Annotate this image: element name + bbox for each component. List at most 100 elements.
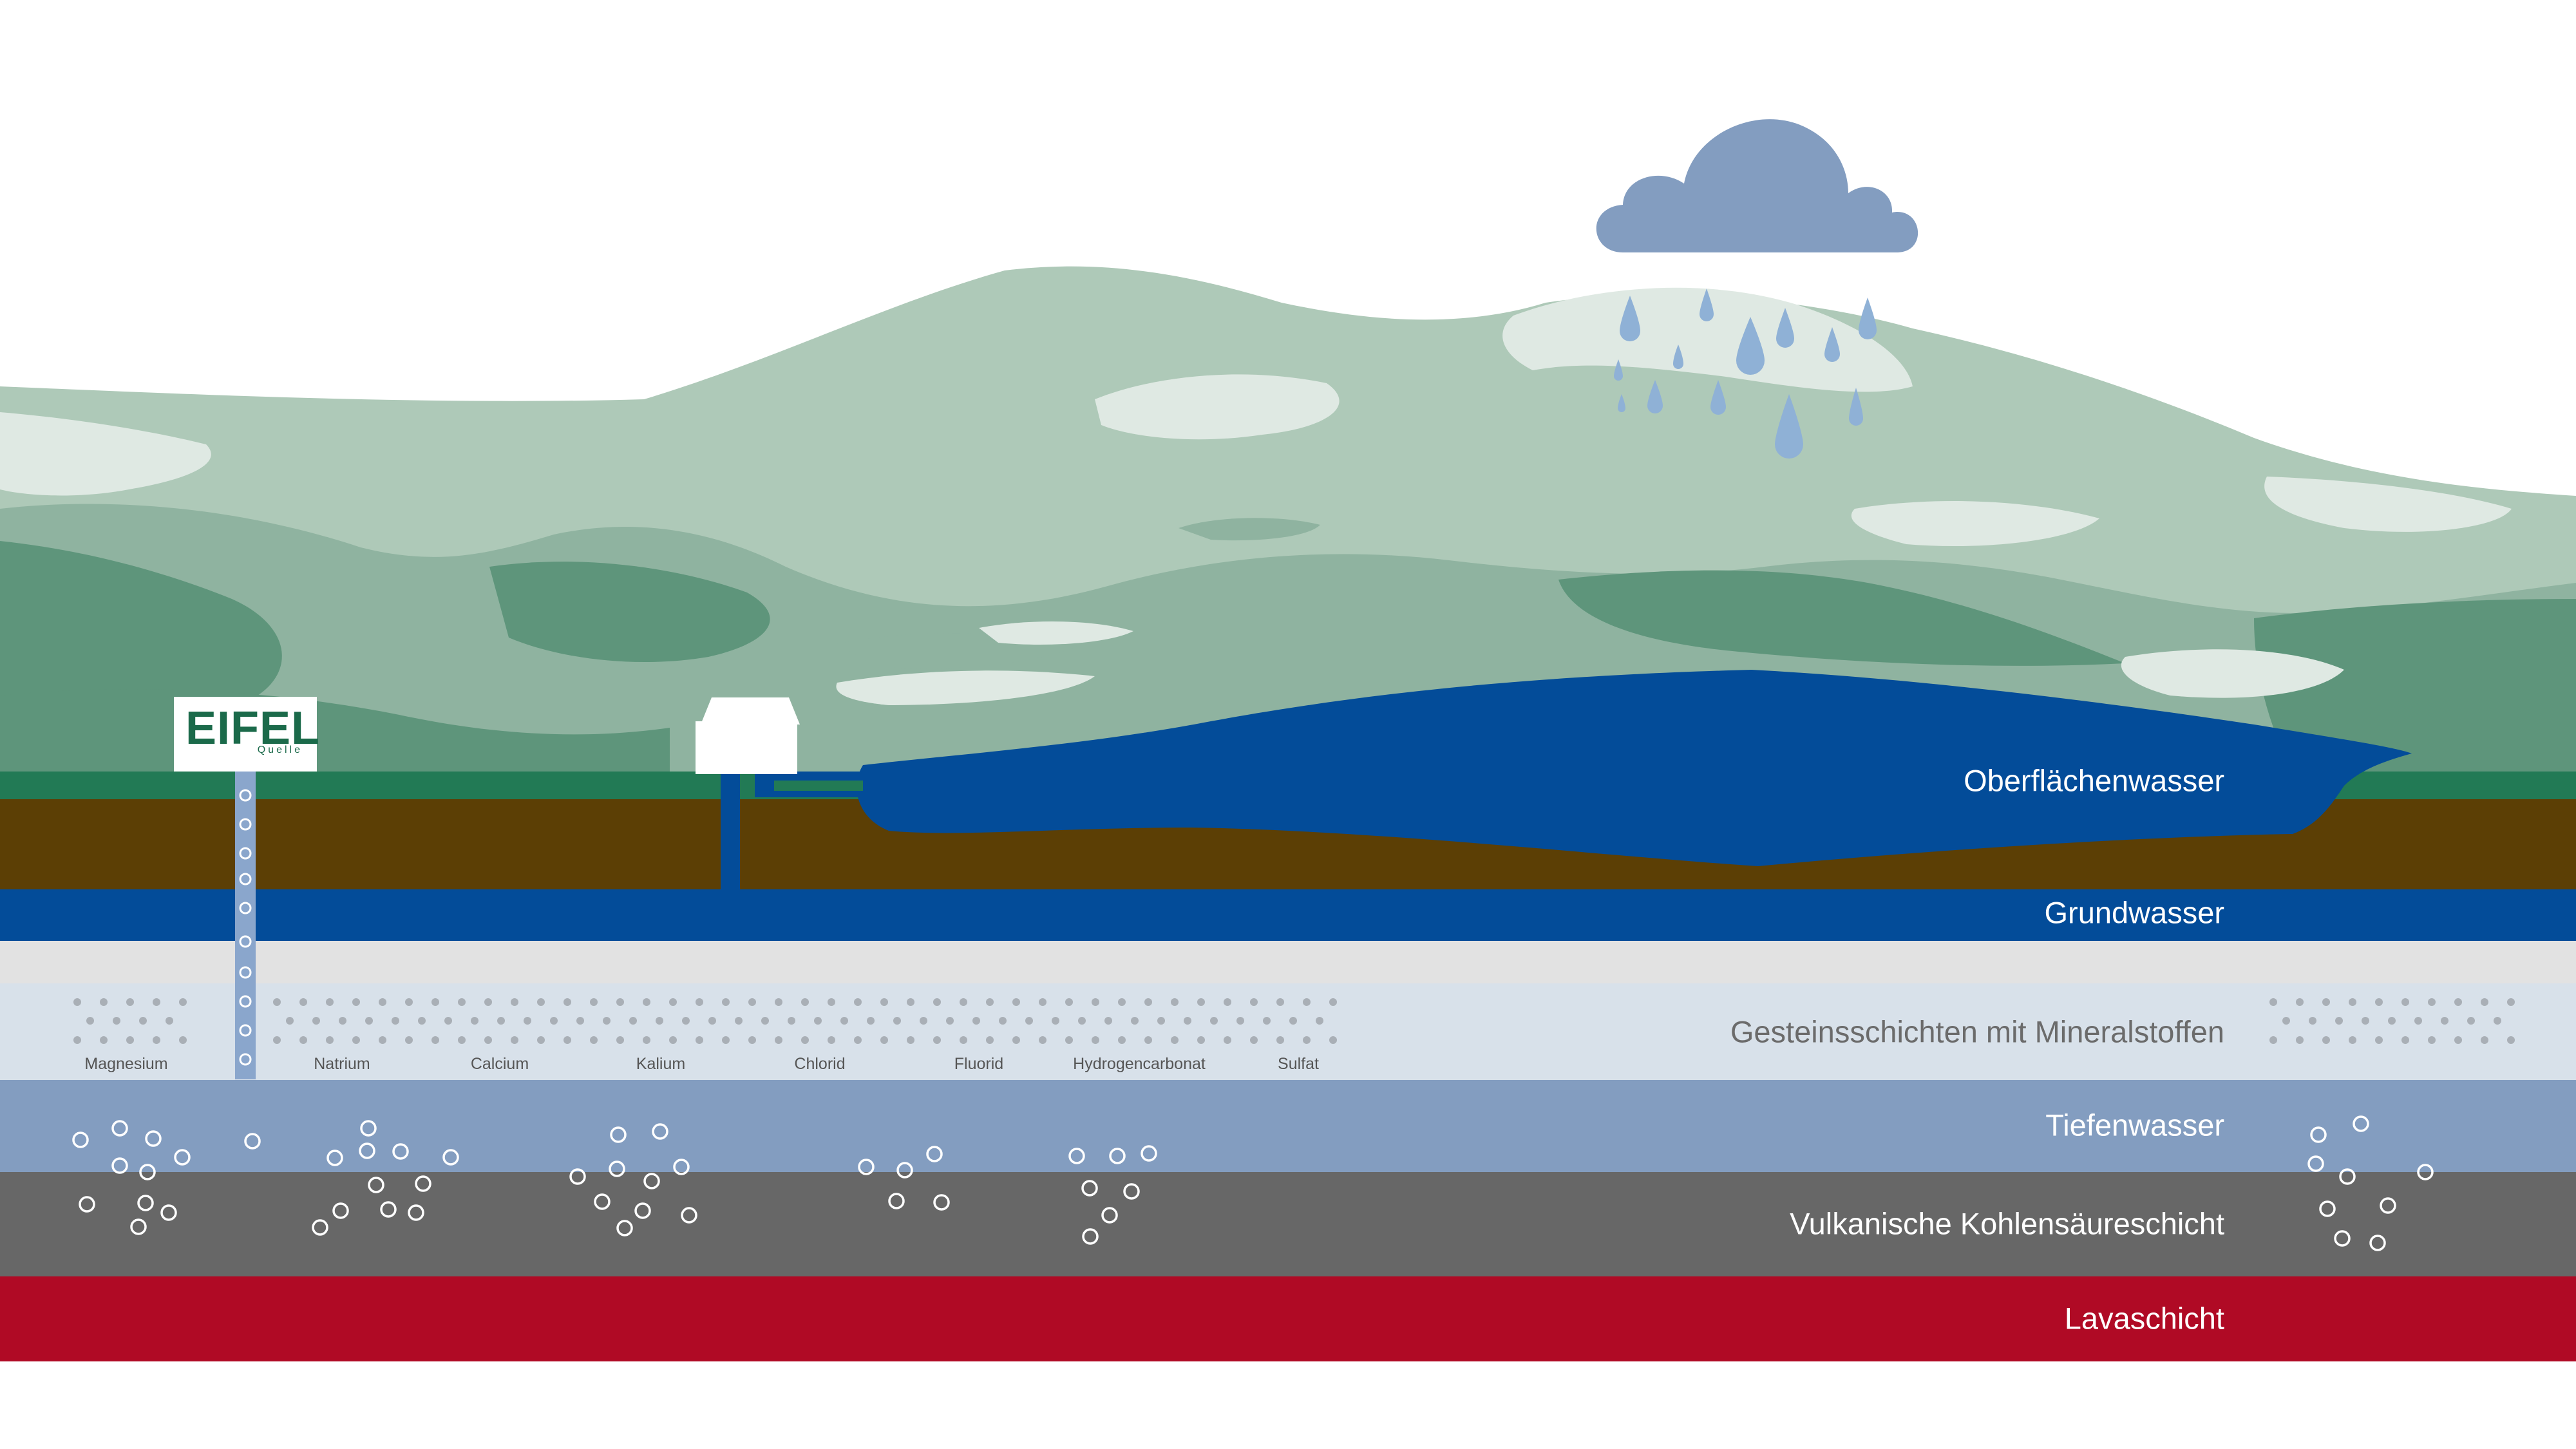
mineral-dot-icon <box>1224 998 1231 1006</box>
mineral-dot-icon <box>2296 998 2304 1006</box>
eifel-quelle-logo: EIFEL Quelle <box>174 697 321 772</box>
mineral-dot-icon <box>1329 998 1337 1006</box>
spring-pipe <box>235 772 256 1079</box>
surface-water-lake <box>857 670 2412 866</box>
raindrop-icon <box>1824 327 1840 362</box>
mineral-dot-icon <box>2507 998 2515 1006</box>
mineral-dot-icon <box>299 1036 307 1044</box>
bubble-icon <box>643 1173 660 1189</box>
mineral-dot-icon <box>801 998 809 1006</box>
mineral-dot-icon <box>2454 1036 2462 1044</box>
mineral-dot-icon <box>656 1017 663 1025</box>
mineral-dot-icon <box>2494 1017 2501 1025</box>
mineral-dot-icon <box>986 998 994 1006</box>
mineral-dot-icon <box>2335 1017 2343 1025</box>
mineral-dot-icon <box>696 998 703 1006</box>
bubble-icon <box>244 1133 261 1150</box>
lava-layer <box>0 1276 2576 1361</box>
mineral-dot-icon <box>2269 1036 2277 1044</box>
bubble-icon <box>72 1132 89 1148</box>
bubble-icon <box>359 1142 375 1159</box>
mineral-dot-icon <box>2375 1036 2383 1044</box>
mineral-dot-icon <box>2309 1017 2316 1025</box>
mineral-dot-icon <box>564 998 571 1006</box>
raindrop-icon <box>1859 298 1877 339</box>
raindrop-icon <box>1620 296 1640 341</box>
rain-cloud-icon <box>1596 119 1918 252</box>
mineral-dot-icon <box>1118 998 1126 1006</box>
bubble-icon <box>2339 1168 2356 1185</box>
deep-water-layer <box>0 1080 2576 1173</box>
mineral-dot-icon <box>431 998 439 1006</box>
mineral-dot-icon <box>735 1017 743 1025</box>
mineral-dot-icon <box>1039 1036 1046 1044</box>
mineral-dot-icon <box>126 998 134 1006</box>
mineral-dot-icon <box>1078 1017 1086 1025</box>
logo-subtitle: Quelle <box>257 744 303 755</box>
mineral-dot-icon <box>880 998 888 1006</box>
logo-title: EIFEL <box>185 703 321 754</box>
bubble-icon <box>332 1202 349 1219</box>
mineral-label-magnesium: Magnesium <box>84 1055 168 1073</box>
mineral-dot-icon <box>379 998 386 1006</box>
bubble-icon <box>239 789 252 802</box>
mineral-dot-icon <box>669 998 677 1006</box>
mineral-dot-icon <box>73 1036 81 1044</box>
mineral-dot-icon <box>139 1017 147 1025</box>
bubble-icon <box>1068 1148 1085 1164</box>
mineral-dot-icon <box>1157 1017 1165 1025</box>
mineral-dot-icon <box>1184 1017 1191 1025</box>
mineral-label-chlorid: Chlorid <box>794 1055 846 1073</box>
mineral-dot-icon <box>708 1017 716 1025</box>
mineral-dot-icon <box>166 1017 173 1025</box>
bubble-icon <box>111 1120 128 1137</box>
raindrop-icon <box>1618 394 1625 412</box>
raindrop-icon <box>1700 289 1714 321</box>
bubble-icon <box>2334 1230 2351 1247</box>
mineral-dot-icon <box>616 998 624 1006</box>
mineral-dot-icon <box>669 1036 677 1044</box>
mineral-dot-icon <box>1065 998 1073 1006</box>
bubble-icon <box>2310 1126 2327 1143</box>
mineral-dot-icon <box>1052 1017 1059 1025</box>
mineral-dot-icon <box>444 1017 452 1025</box>
bubble-icon <box>415 1175 431 1192</box>
mineral-dot-icon <box>2388 1017 2396 1025</box>
mineral-dot-icon <box>1012 998 1020 1006</box>
bubble-icon <box>360 1120 377 1137</box>
mineral-dot-icon <box>1012 1036 1020 1044</box>
mineral-dot-icon <box>801 1036 809 1044</box>
mineral-dot-icon <box>458 1036 466 1044</box>
mineral-label-natrium: Natrium <box>314 1055 370 1073</box>
mineral-dot-icon <box>999 1017 1007 1025</box>
mineral-dot-icon <box>2362 1017 2369 1025</box>
bubble-icon <box>858 1159 875 1175</box>
mineral-dot-icon <box>1171 998 1179 1006</box>
bubble-icon <box>239 966 252 979</box>
bubble-icon <box>239 1053 252 1066</box>
mineral-dot-icon <box>788 1017 795 1025</box>
mineral-dot-icon <box>840 1017 848 1025</box>
volcanic-layer <box>0 1172 2576 1278</box>
bubble-icon <box>926 1146 943 1162</box>
bubble-icon <box>380 1201 397 1218</box>
bubble-icon <box>2353 1115 2369 1132</box>
mineral-dot-icon <box>1303 998 1311 1006</box>
mineral-dot-icon <box>972 1017 980 1025</box>
mineral-dot-icon <box>1065 1036 1073 1044</box>
raindrop-icon <box>1710 380 1726 415</box>
mineral-dot-icon <box>722 1036 730 1044</box>
bubble-icon <box>442 1149 459 1166</box>
mineral-dot-icon <box>867 1017 875 1025</box>
wellhouse-icon <box>696 697 800 774</box>
mineral-dot-icon <box>1263 1017 1271 1025</box>
mineral-dot-icon <box>113 1017 120 1025</box>
mineral-dot-icon <box>920 1017 927 1025</box>
bubble-icon <box>137 1195 154 1211</box>
mineral-dot-icon <box>100 998 108 1006</box>
bubble-icon <box>239 818 252 831</box>
mineral-dot-icon <box>960 998 967 1006</box>
mineral-dot-icon <box>907 998 914 1006</box>
mineral-dot-icon <box>550 1017 558 1025</box>
bubble-icon <box>2380 1197 2396 1214</box>
